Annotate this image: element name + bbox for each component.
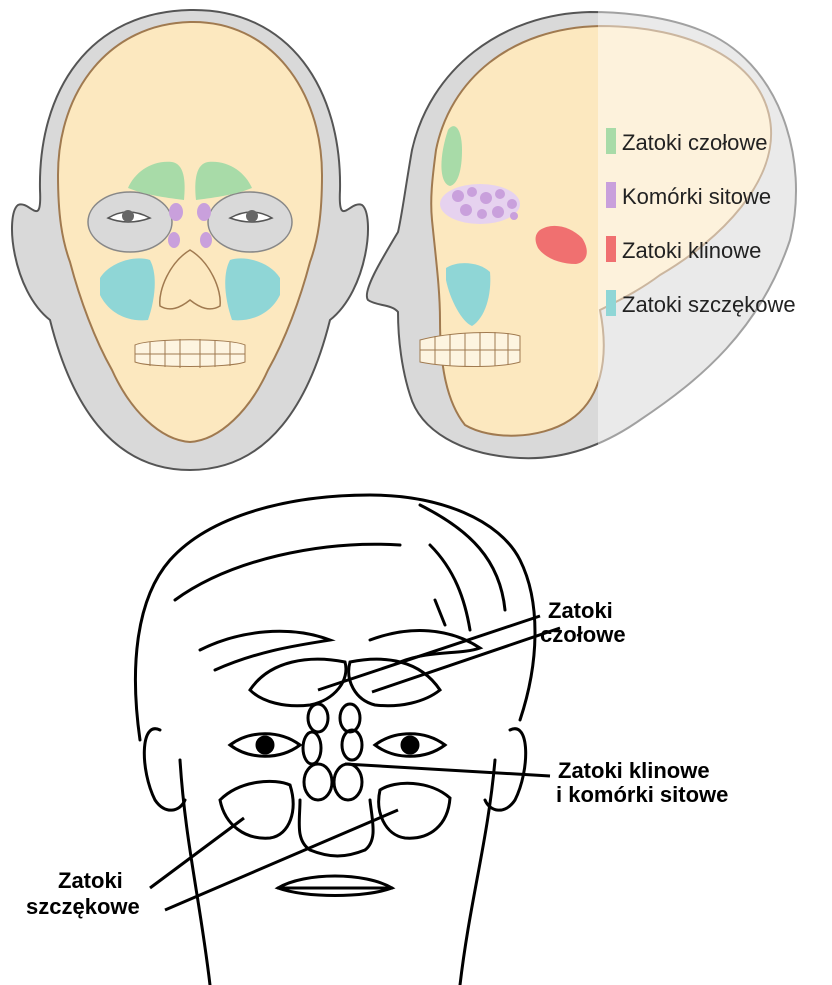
bw-head-outline <box>135 495 535 740</box>
legend-swatch-maxillary <box>606 290 616 316</box>
label-maxillary-line2: szczękowe <box>26 894 140 919</box>
front-view-skull <box>12 10 368 470</box>
legend-label-maxillary: Zatoki szczękowe <box>622 292 796 317</box>
line-art-face <box>135 495 535 985</box>
bw-maxillary-sinus-left <box>220 781 293 838</box>
legend-swatch-ethmoid <box>606 182 616 208</box>
side-ethmoid-cells <box>440 184 520 224</box>
bw-right-brow <box>370 631 480 662</box>
side-view-skull <box>367 0 832 460</box>
legend-label-sphenoid: Zatoki klinowe <box>622 238 761 263</box>
bw-left-brow <box>200 631 330 670</box>
front-teeth <box>135 339 245 368</box>
legend-swatch-sphenoid <box>606 236 616 262</box>
bw-maxillary-sinus-right <box>379 783 450 838</box>
label-frontal-line1: Zatoki <box>548 598 613 623</box>
side-teeth <box>420 332 520 367</box>
label-sphenoid-line1: Zatoki klinowe <box>558 758 710 783</box>
bw-frontal-sinus-right <box>349 659 440 706</box>
bw-mouth <box>278 876 392 896</box>
pointer-maxillary-left <box>150 818 244 888</box>
bw-frontal-sinus-left <box>250 659 346 706</box>
label-maxillary-line1: Zatoki <box>58 868 123 893</box>
bw-ethmoid-cells <box>303 704 362 800</box>
pointer-frontal-right <box>372 628 560 692</box>
legend-label-ethmoid: Komórki sitowe <box>622 184 771 209</box>
bw-left-ear <box>144 729 185 810</box>
legend-label-frontal: Zatoki czołowe <box>622 130 768 155</box>
bw-labels: Zatoki czołowe Zatoki klinowe i komórki … <box>26 598 728 919</box>
legend-swatch-frontal <box>606 128 616 154</box>
pointer-sphenoid <box>345 764 550 776</box>
label-sphenoid-line2: i komórki sitowe <box>556 782 728 807</box>
label-frontal-line2: czołowe <box>540 622 626 647</box>
